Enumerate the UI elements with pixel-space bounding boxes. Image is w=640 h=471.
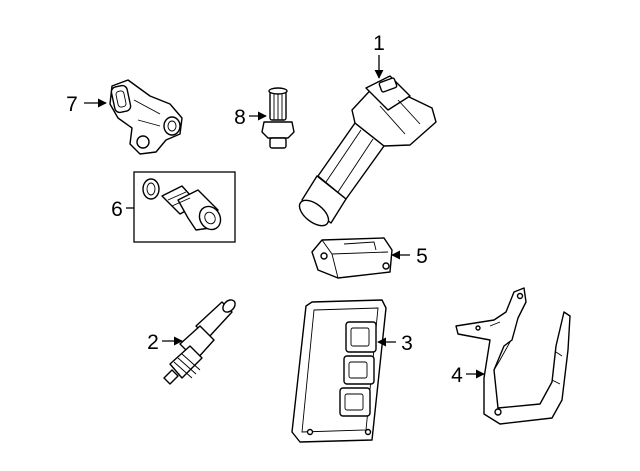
callout-7: 7 <box>66 93 78 116</box>
callout-4: 4 <box>451 364 463 387</box>
callout-3: 3 <box>401 332 413 355</box>
engine-control-module <box>291 299 387 443</box>
callout-5: 5 <box>416 245 428 268</box>
small-sensor <box>261 87 295 149</box>
callout-2: 2 <box>147 331 159 354</box>
callout-6: 6 <box>111 198 123 221</box>
ignition-coil <box>298 75 437 227</box>
callout-1: 1 <box>373 32 385 55</box>
spark-plug <box>163 299 236 385</box>
module-bracket <box>455 287 571 425</box>
position-sensor <box>109 79 183 155</box>
callout-8: 8 <box>234 106 246 129</box>
small-module <box>311 237 393 279</box>
sensor-kit-box <box>133 171 236 243</box>
